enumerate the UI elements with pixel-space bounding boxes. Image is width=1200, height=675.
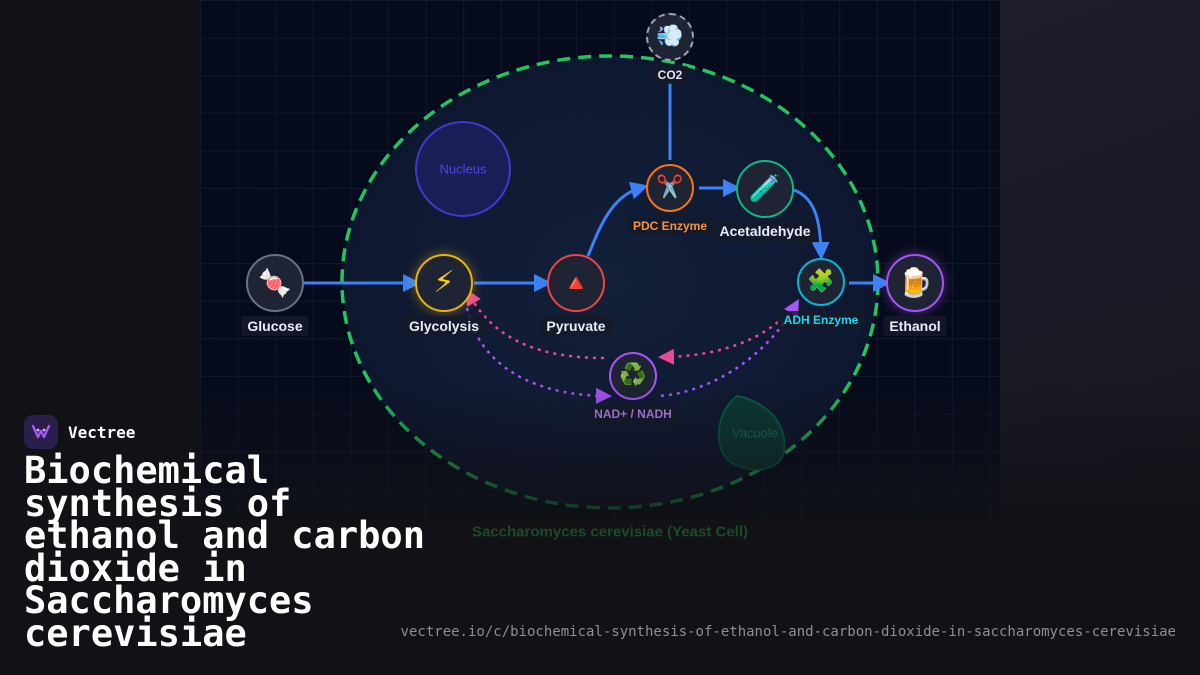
scissors-icon: ✂️ bbox=[656, 175, 684, 200]
glucose-label: Glucose bbox=[241, 316, 309, 336]
pyruvate-node[interactable]: 🔺 bbox=[547, 254, 605, 312]
acetaldehyde-node[interactable]: 🧪 bbox=[736, 160, 794, 218]
glucose-node[interactable]: 🍬 bbox=[246, 254, 304, 312]
nad-nadh-label: NAD+ / NADH bbox=[588, 405, 678, 423]
page-url[interactable]: vectree.io/c/biochemical-synthesis-of-et… bbox=[400, 624, 1176, 640]
puzzle-piece-icon: 🧩 bbox=[807, 269, 835, 294]
arrow-pyruvate-pdc bbox=[586, 181, 649, 257]
test-tube-icon: 🧪 bbox=[748, 174, 782, 204]
pyruvate-label: Pyruvate bbox=[540, 316, 612, 336]
pdc-enzyme-node[interactable]: ✂️ bbox=[646, 164, 694, 212]
ethanol-label: Ethanol bbox=[883, 316, 947, 336]
pdc-enzyme-label: PDC Enzyme bbox=[626, 217, 714, 235]
red-triangle-icon: 🔺 bbox=[561, 269, 591, 297]
vacuole-label: Vacuole bbox=[731, 425, 779, 441]
glycolysis-label: Glycolysis bbox=[402, 316, 486, 336]
candy-icon: 🍬 bbox=[258, 267, 292, 299]
lightning-icon: ⚡ bbox=[433, 265, 455, 300]
nucleus-organelle bbox=[415, 121, 511, 217]
arrow-adh-nad bbox=[658, 321, 779, 365]
background-panel bbox=[1000, 0, 1200, 675]
vectree-logo-icon bbox=[24, 415, 58, 449]
adh-enzyme-node[interactable]: 🧩 bbox=[797, 258, 845, 306]
pathway-diagram bbox=[304, 54, 891, 510]
nucleus-label: Nucleus bbox=[439, 161, 487, 177]
page-title: Biochemical synthesis of ethanol and car… bbox=[24, 449, 425, 655]
ethanol-node[interactable]: 🍺 bbox=[886, 254, 944, 312]
cell-caption: Saccharomyces cerevisiae (Yeast Cell) bbox=[471, 523, 749, 541]
beer-mug-icon: 🍺 bbox=[897, 266, 933, 299]
acetaldehyde-label: Acetaldehyde bbox=[713, 221, 817, 241]
diagram-canvas bbox=[200, 0, 1000, 520]
co2-node[interactable]: 💨 bbox=[646, 13, 694, 61]
vectree-logo-mark bbox=[31, 424, 51, 439]
dash-wind-icon: 💨 bbox=[656, 24, 684, 49]
arrow-nad-glycolysis bbox=[466, 289, 605, 360]
co2-label: CO2 bbox=[651, 66, 689, 84]
arrow-acetaldehyde-adh bbox=[793, 188, 830, 260]
recycle-icon: ♻️ bbox=[619, 363, 647, 388]
glycolysis-node[interactable]: ⚡ bbox=[415, 254, 473, 312]
brand-name: Vectree bbox=[68, 422, 136, 442]
nad-nadh-node[interactable]: ♻️ bbox=[609, 352, 657, 400]
brand[interactable]: Vectree bbox=[24, 415, 135, 449]
adh-enzyme-label: ADH Enzyme bbox=[777, 311, 865, 329]
